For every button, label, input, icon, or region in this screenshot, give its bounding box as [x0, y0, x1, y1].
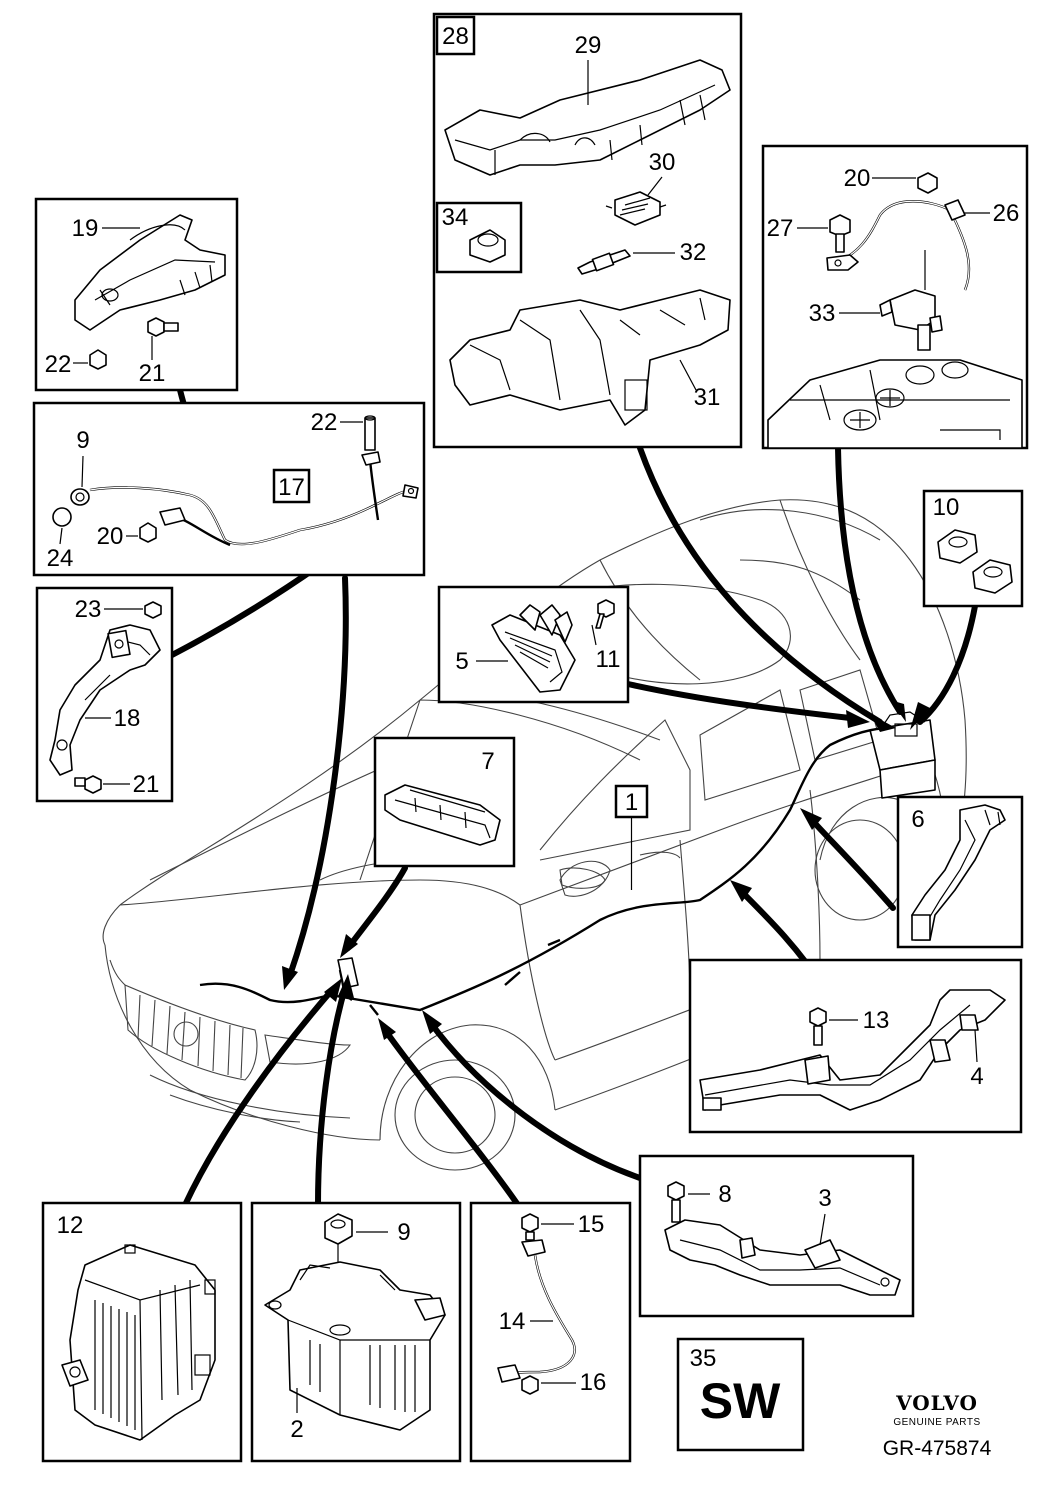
- branding: VOLVO GENUINE PARTS GR-475874: [883, 1391, 992, 1460]
- part-number-label: 27: [767, 215, 794, 242]
- part-number-label: 7: [481, 748, 494, 775]
- callout-box-6: 6: [896, 795, 1024, 949]
- part-number-label: 9: [397, 1219, 410, 1246]
- part-number-label: 18: [114, 705, 141, 732]
- callout-box-2: 9 2: [250, 1201, 462, 1463]
- car-label: 1: [625, 789, 638, 816]
- part-number-label: 12: [57, 1212, 84, 1239]
- part-number-label: 33: [809, 300, 836, 327]
- part-number-label: 8: [718, 1181, 731, 1208]
- part-number-label: 31: [694, 384, 721, 411]
- callout-box-17: 17 22 9 24 20: [32, 401, 426, 577]
- part-number-label: 29: [575, 32, 602, 59]
- part-number-label: 16: [580, 1369, 607, 1396]
- callout-box-14: 15 14 16: [469, 1201, 632, 1463]
- part-number-label: 23: [75, 596, 102, 623]
- sw-code: SW: [700, 1373, 781, 1429]
- callout-box-18: 23 18 21: [35, 586, 174, 803]
- part-number-label: 32: [680, 239, 707, 266]
- part-number-label: 21: [139, 360, 166, 387]
- part-number-label: 11: [596, 646, 621, 673]
- part-number-label: 20: [97, 523, 124, 550]
- part-number-label: 9: [76, 427, 89, 454]
- box-tag: 28: [442, 23, 469, 50]
- part-number-label: 34: [442, 204, 469, 231]
- part-number-label: 21: [133, 771, 160, 798]
- callout-box-3: 8 3: [638, 1154, 915, 1318]
- part-number-label: 2: [290, 1416, 303, 1443]
- car-label-box: [614, 784, 649, 819]
- callout-box-10: 10: [922, 489, 1024, 608]
- callout-box-12: 12: [41, 1201, 243, 1463]
- part-number-label: 15: [578, 1211, 605, 1238]
- part-number-label: 14: [499, 1308, 526, 1335]
- part-number-label: 5: [455, 648, 468, 675]
- part-number-label: 13: [863, 1007, 890, 1034]
- part-number-label: 19: [72, 215, 99, 242]
- part-number-label: 20: [844, 165, 871, 192]
- part-number-label: 30: [649, 149, 676, 176]
- brand-logo: VOLVO: [895, 1391, 978, 1415]
- part-number-label: 3: [818, 1185, 831, 1212]
- part-number-label: 24: [47, 545, 74, 572]
- part-number-label: 10: [933, 494, 960, 521]
- part-number-label: 35: [690, 1345, 717, 1372]
- callout-box-35: 35 SW: [676, 1337, 805, 1452]
- callout-box-4: 13 4: [688, 958, 1023, 1134]
- part-number-label: 26: [993, 200, 1020, 227]
- diagram-ref: GR-475874: [883, 1437, 992, 1460]
- callout-box-26: 20 26 27 33: [761, 144, 1029, 450]
- callout-box-28: 28 29 30 34 32 31: [432, 12, 743, 449]
- callout-box-5: 5 11: [437, 585, 630, 704]
- callout-box-19: 19 22 21: [34, 197, 239, 392]
- brand-sub: GENUINE PARTS: [893, 1417, 980, 1428]
- part-number-label: 22: [311, 409, 338, 436]
- callout-box-7: 7: [373, 736, 516, 868]
- part-number-label: 6: [911, 806, 924, 833]
- part-number-label: 22: [45, 351, 72, 378]
- svg-text:17: 17: [278, 474, 305, 501]
- part-number-label: 4: [970, 1063, 983, 1090]
- trunk-battery: [869, 711, 936, 799]
